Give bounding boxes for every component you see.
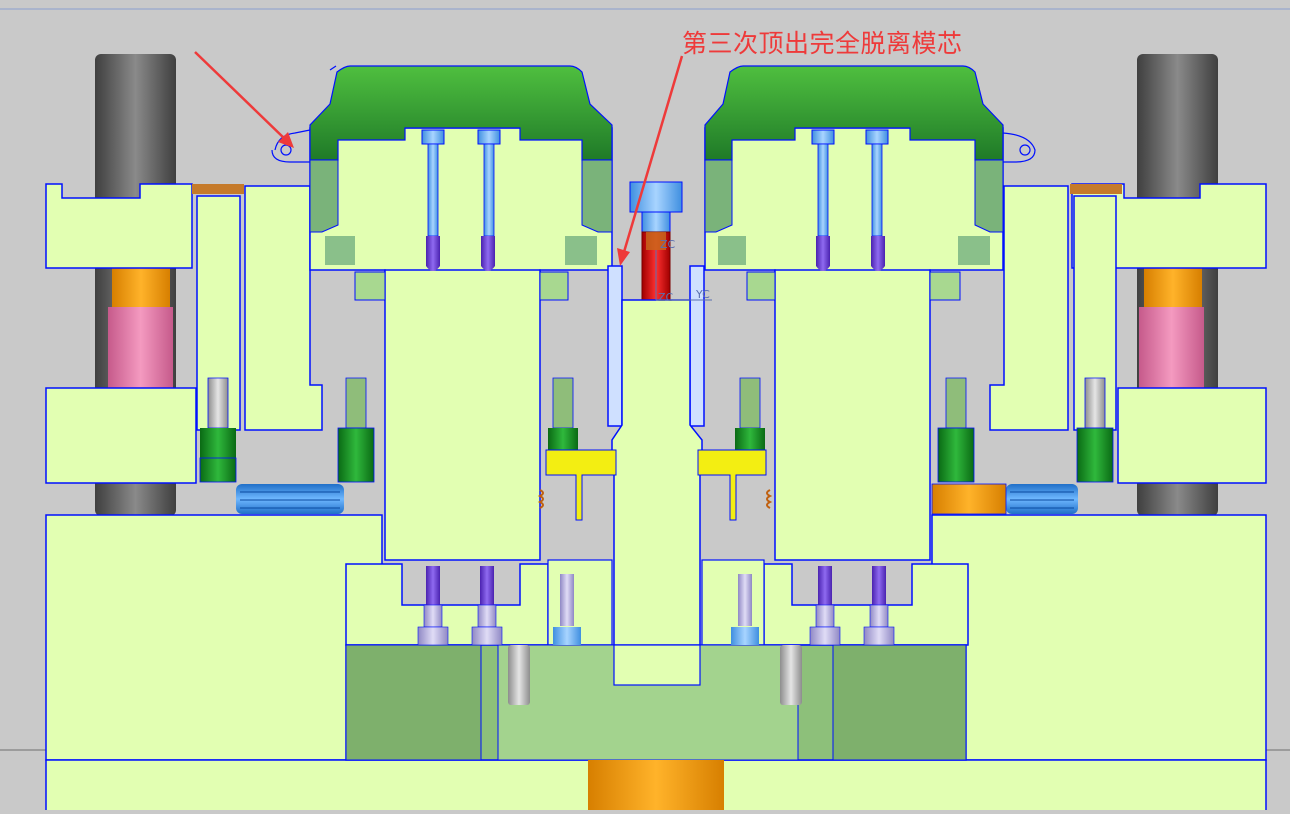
center-ejector: [607, 265, 705, 686]
cavity-left: [271, 65, 613, 561]
lower-pins: [417, 566, 895, 646]
axis-yc: YC: [695, 288, 710, 301]
top-plate-left: [45, 183, 193, 269]
axis-zc-bottom: ZC: [658, 291, 674, 304]
stripper-plate-right: [1117, 387, 1267, 484]
leader-left: [196, 195, 241, 431]
core-support: [345, 559, 969, 814]
insert-right-outer: [989, 185, 1069, 431]
latch-blocks: [545, 449, 767, 521]
cavity-right: [704, 65, 1036, 561]
bottom-plate-right: [931, 514, 1267, 761]
return-pins: [199, 377, 1114, 483]
leader-right: [1073, 195, 1117, 431]
springs: [236, 483, 1078, 515]
axis-zc-top: ZC: [660, 238, 676, 251]
stripper-plate-left: [45, 387, 197, 484]
annotation-label: 第三次顶出完全脱离模芯: [682, 29, 963, 58]
top-plate-right: [1071, 183, 1267, 269]
annotation-arrows: [194, 51, 684, 266]
coordinate-triad: ZC ZC YC: [655, 238, 712, 304]
bottom-plate-left: [45, 514, 383, 761]
